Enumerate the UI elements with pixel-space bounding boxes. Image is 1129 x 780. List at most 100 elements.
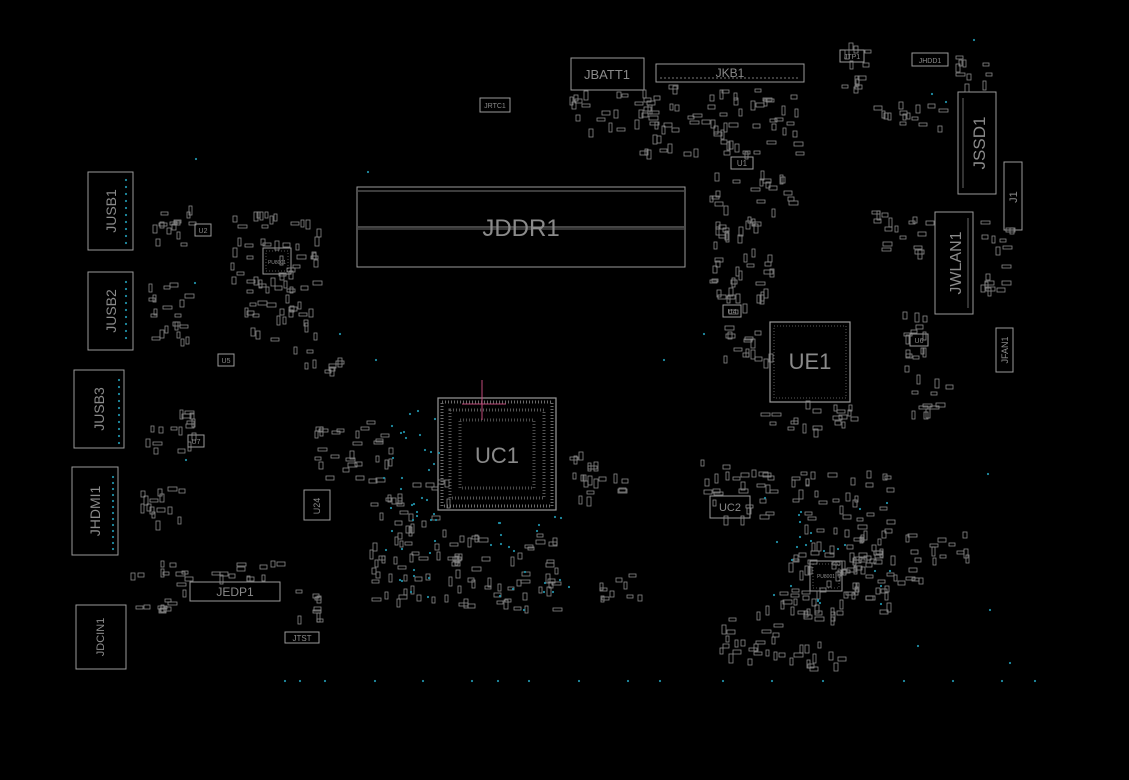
passive-pad — [935, 402, 946, 408]
passive-pad — [915, 104, 921, 114]
passive-pad — [282, 316, 287, 325]
passive-pad — [403, 574, 408, 582]
connector-j1[interactable]: J1 — [1003, 161, 1023, 231]
via — [117, 427, 121, 431]
passive-pad — [551, 581, 562, 586]
passive-pad — [852, 582, 858, 590]
via — [789, 584, 793, 588]
connector-jwlan1[interactable]: JWLAN1 — [934, 211, 974, 315]
passive-pad — [261, 224, 269, 229]
passive-pad — [742, 303, 748, 314]
passive-pad — [912, 216, 918, 224]
chip-u24[interactable]: U24 — [303, 489, 331, 521]
passive-pad — [184, 293, 195, 299]
via — [821, 679, 825, 683]
chip-ue1[interactable]: UE1 — [769, 321, 851, 403]
chip-u1[interactable]: U1 — [730, 156, 754, 170]
via — [816, 599, 820, 603]
connector-jrtc1[interactable]: JRTC1 — [479, 97, 511, 113]
passive-pad — [864, 49, 872, 54]
via — [111, 523, 115, 527]
passive-pad — [397, 497, 403, 505]
passive-pad — [572, 472, 577, 480]
passive-pad — [722, 464, 731, 470]
via — [429, 450, 433, 454]
chip-u2[interactable]: U2 — [194, 223, 212, 237]
connector-jhdmi1[interactable]: JHDMI1 — [71, 466, 119, 556]
passive-pad — [255, 330, 261, 340]
passive-pad — [848, 404, 853, 412]
passive-pad — [771, 123, 777, 131]
connector-jfan1[interactable]: JFAN1 — [995, 327, 1014, 373]
passive-pad — [155, 520, 161, 531]
passive-pad — [140, 503, 145, 514]
passive-pad — [841, 421, 846, 429]
label-jhdd1: JHDD1 — [919, 58, 942, 65]
passive-pad — [763, 358, 769, 369]
passive-pad — [507, 586, 515, 591]
passive-pad — [397, 493, 403, 502]
connector-jusb3[interactable]: JUSB3 — [73, 369, 125, 449]
connector-jusb1[interactable]: JUSB1 — [87, 171, 134, 251]
label-jusb2: JUSB2 — [103, 289, 119, 333]
passive-pad — [787, 426, 795, 431]
connector-jusb2[interactable]: JUSB2 — [87, 271, 134, 351]
passive-pad — [162, 305, 173, 310]
passive-pad — [779, 591, 789, 596]
passive-pad — [548, 581, 554, 589]
passive-pad — [397, 565, 407, 570]
passive-pad — [152, 441, 163, 446]
via — [763, 496, 767, 500]
connector-jssd1[interactable]: JSSD1 — [957, 91, 997, 195]
passive-pad — [753, 150, 761, 155]
label-jddr1: JDDR1 — [482, 215, 559, 242]
passive-pad — [790, 593, 800, 598]
passive-pad — [411, 551, 420, 556]
passive-pad — [167, 486, 178, 492]
passive-pad — [804, 511, 813, 516]
label-pu-right: PU8001 — [817, 574, 835, 580]
passive-pad — [873, 559, 883, 565]
via — [366, 170, 370, 174]
passive-pad — [449, 542, 459, 547]
via — [770, 679, 774, 683]
passive-pad — [721, 89, 730, 94]
connector-jddr1[interactable]: JDDR1 — [356, 186, 686, 268]
passive-pad — [905, 576, 916, 581]
passive-pad — [714, 201, 724, 207]
passive-pad — [866, 470, 872, 479]
passive-pad — [745, 220, 751, 230]
passive-pad — [765, 649, 770, 657]
passive-pad — [920, 347, 925, 355]
passive-pad — [583, 480, 589, 488]
via — [527, 679, 531, 683]
chip-u4[interactable]: U4 — [722, 304, 742, 318]
chip-uc2[interactable]: UC2 — [709, 495, 751, 519]
passive-pad — [769, 421, 777, 426]
passive-pad — [795, 151, 805, 156]
passive-pad — [728, 653, 734, 664]
via — [124, 329, 128, 333]
passive-pad — [918, 122, 928, 127]
passive-pad — [738, 488, 749, 494]
chip-u5[interactable]: U5 — [217, 353, 235, 367]
passive-pad — [314, 456, 322, 461]
passive-pad — [806, 608, 811, 616]
chip-pu-left[interactable]: PU8001 — [262, 247, 292, 275]
passive-pad — [853, 86, 859, 94]
passive-pad — [569, 456, 579, 461]
via — [470, 679, 474, 683]
connector-jdcin1[interactable]: JDCIN1 — [75, 604, 127, 670]
via — [988, 608, 992, 612]
passive-pad — [458, 553, 463, 561]
passive-pad — [793, 141, 804, 147]
passive-pad — [789, 657, 794, 666]
connector-jedp1[interactable]: JEDP1 — [189, 581, 281, 602]
passive-pad — [751, 469, 757, 478]
chip-u6[interactable]: U6 — [909, 333, 929, 347]
connector-jbatt1[interactable]: JBATT1 — [570, 57, 645, 91]
connector-jhdd1[interactable]: JHDD1 — [911, 52, 949, 67]
chip-uc1[interactable]: UC1 — [437, 380, 557, 511]
connector-jkb1[interactable]: JKB1 — [655, 63, 805, 83]
connector-jtst[interactable]: JTST — [284, 631, 320, 644]
